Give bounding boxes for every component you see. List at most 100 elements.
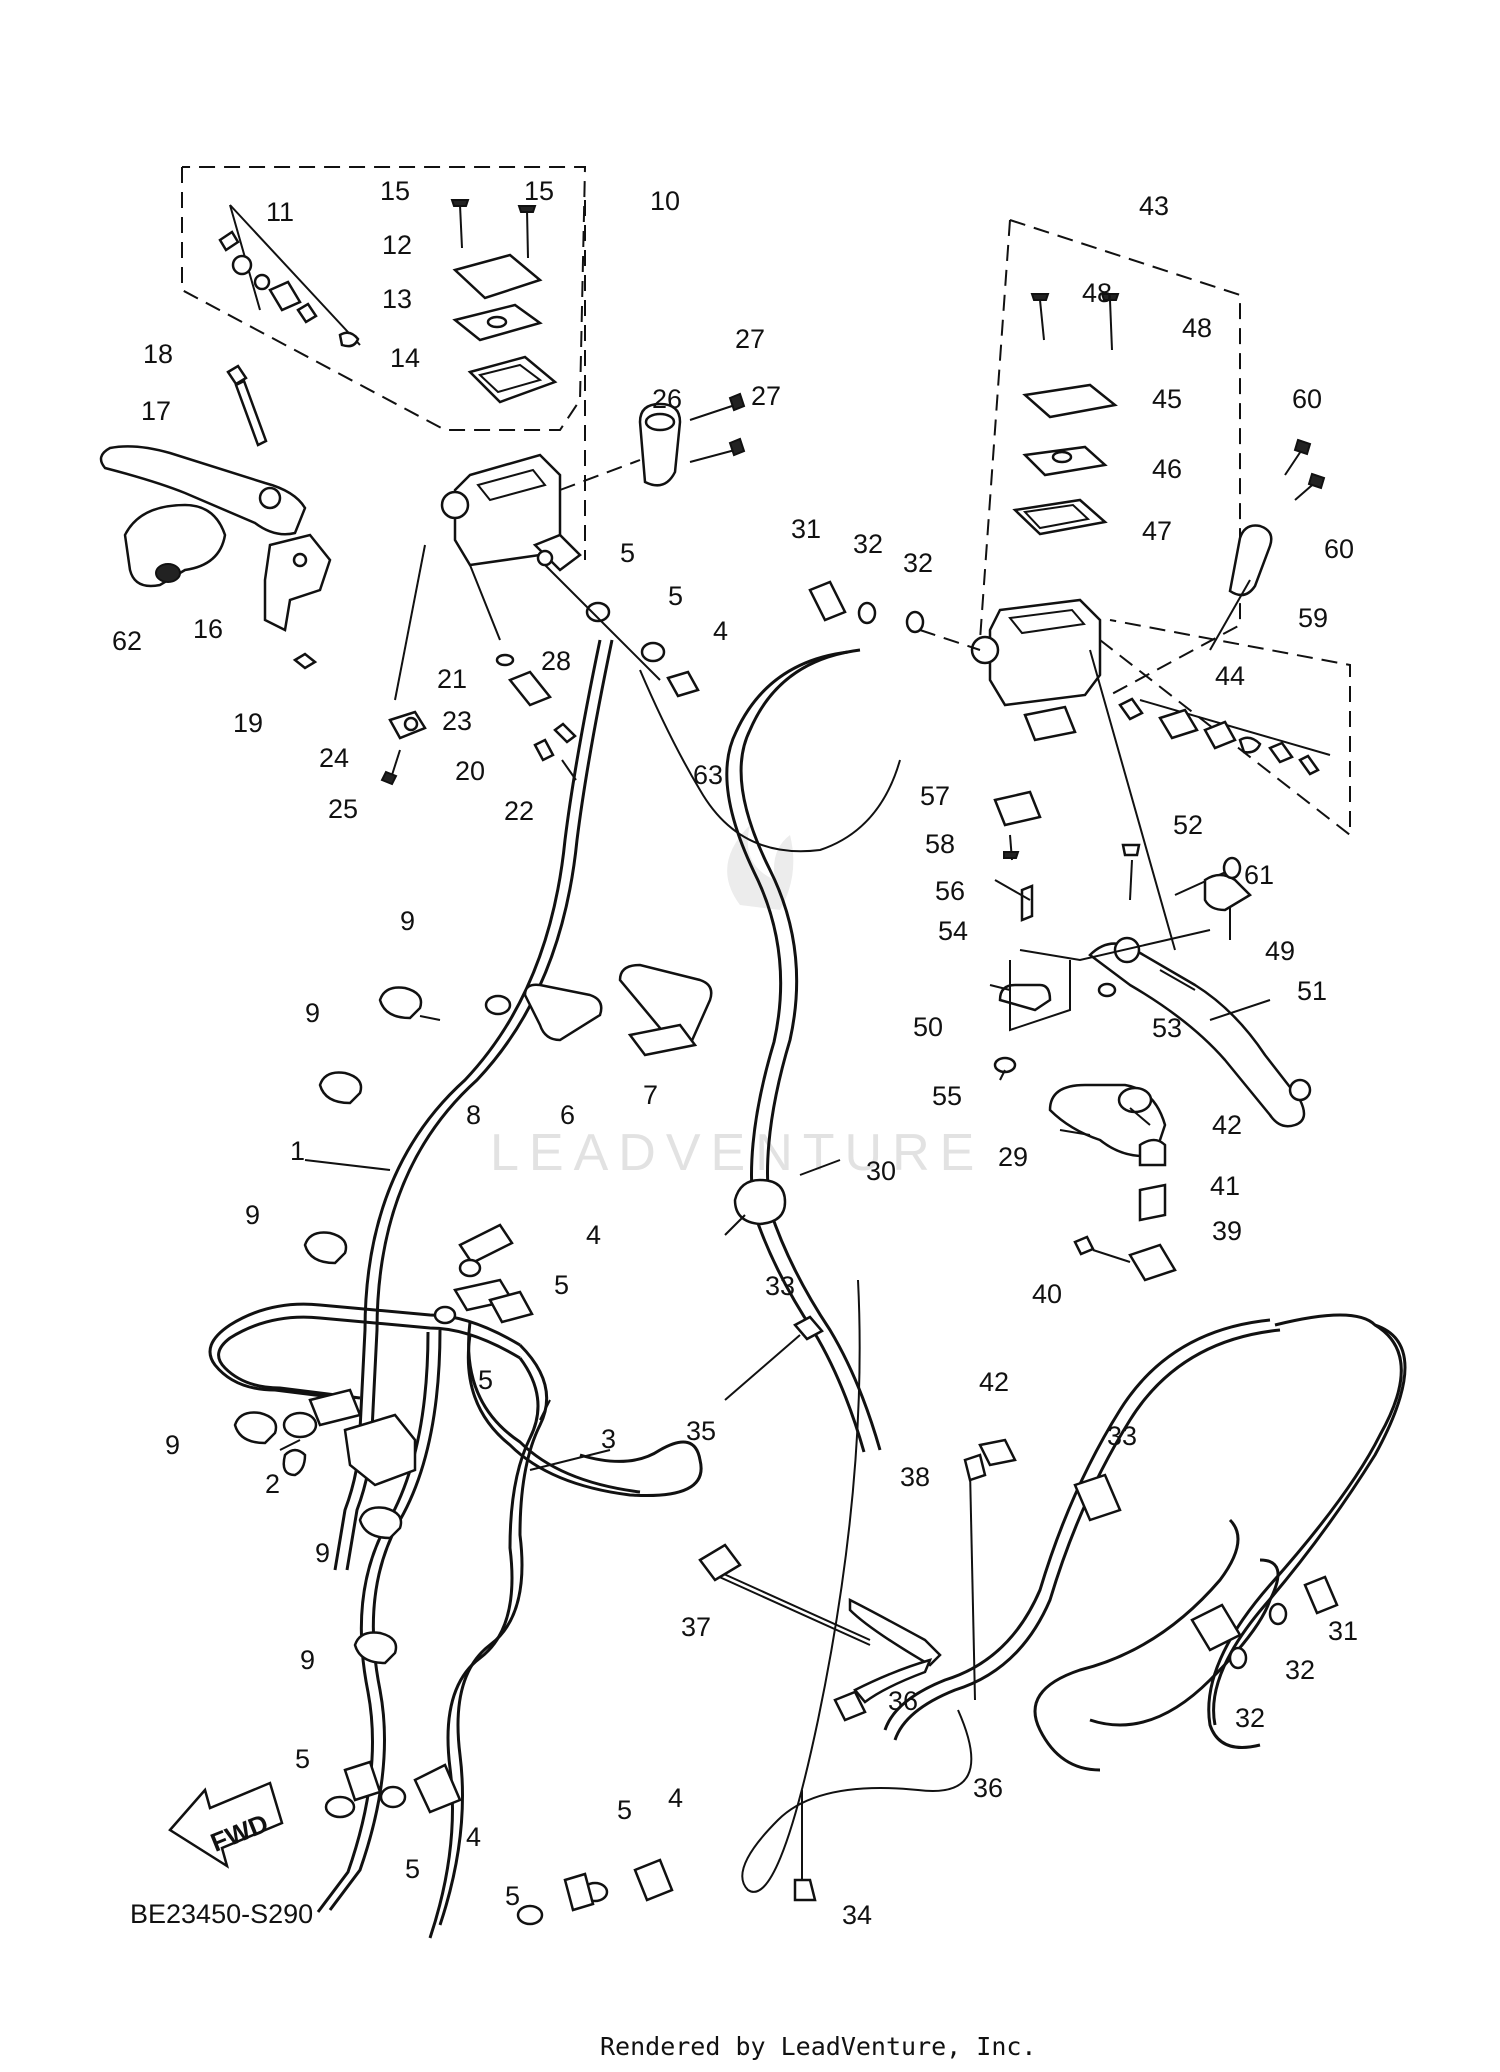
cable-ties (698, 1315, 1017, 1902)
callout-51: 51 (1297, 976, 1327, 1006)
left-master-cylinder-body (440, 453, 582, 572)
callout-23: 23 (442, 706, 472, 736)
callout-40: 40 (1032, 1279, 1062, 1309)
callout-5-h: 5 (505, 1881, 520, 1911)
fwd-arrow: FWD (168, 1781, 284, 1869)
callout-48-b: 48 (1182, 313, 1212, 343)
callout-42-b: 42 (979, 1367, 1009, 1397)
callout-29: 29 (998, 1142, 1028, 1172)
callout-36-a: 36 (888, 1686, 918, 1716)
callout-36-b: 36 (973, 1773, 1003, 1803)
callout-47: 47 (1142, 516, 1172, 546)
callout-16: 16 (193, 614, 223, 644)
hose-clamps (233, 986, 423, 1665)
footer-credit: Rendered by LeadVenture, Inc. (600, 2032, 1037, 2061)
callout-17: 17 (141, 396, 171, 426)
callout-56: 56 (935, 876, 965, 906)
hose-fittings (282, 1223, 534, 1487)
callout-10: 10 (650, 186, 680, 216)
callout-28: 28 (541, 646, 571, 676)
callout-60-b: 60 (1324, 534, 1354, 564)
callout-53: 53 (1152, 1013, 1182, 1043)
callout-42-a: 42 (1212, 1110, 1242, 1140)
callout-34: 34 (842, 1900, 872, 1930)
callout-32-c: 32 (1285, 1655, 1315, 1685)
callout-15-b: 15 (524, 176, 554, 206)
left-brake-lever (99, 445, 307, 536)
right-piston-kit (1118, 697, 1331, 776)
callout-3: 3 (601, 1424, 616, 1454)
watermark-text: LEADVENTURE (490, 1124, 984, 1182)
callout-20: 20 (455, 756, 485, 786)
callout-13: 13 (382, 284, 412, 314)
callout-1: 1 (290, 1136, 305, 1166)
callout-5-a: 5 (620, 538, 635, 568)
right-reservoir-parts (1012, 293, 1120, 536)
hose-clips-33 (733, 1178, 1122, 1522)
callout-9-d: 9 (165, 1430, 180, 1460)
callout-5-c: 5 (554, 1270, 569, 1300)
callout-4-a: 4 (713, 616, 728, 646)
callout-32-d: 32 (1235, 1703, 1265, 1733)
callout-12: 12 (382, 230, 412, 260)
drawing-code: BE23450-S290 (130, 1899, 313, 1929)
callout-25: 25 (328, 794, 358, 824)
callout-24: 24 (319, 743, 349, 773)
callout-54: 54 (938, 916, 968, 946)
callout-8: 8 (466, 1100, 481, 1130)
callout-37: 37 (681, 1612, 711, 1642)
right-handlebar-holder (1209, 438, 1326, 651)
callout-9-a: 9 (400, 906, 415, 936)
callout-9-b: 9 (305, 998, 320, 1028)
left-master-cylinder-box (181, 166, 587, 560)
leader-lines (279, 969, 1271, 1471)
callout-60-a: 60 (1292, 384, 1322, 414)
callout-7: 7 (643, 1080, 658, 1110)
callout-31-b: 31 (1328, 1616, 1358, 1646)
callout-62: 62 (112, 626, 142, 656)
callout-48-a: 48 (1082, 278, 1112, 308)
callout-21: 21 (437, 664, 467, 694)
callout-50: 50 (913, 1012, 943, 1042)
lever-bracket (263, 533, 332, 632)
callout-6: 6 (560, 1100, 575, 1130)
callout-5-e: 5 (295, 1744, 310, 1774)
brake-hoses (208, 639, 1407, 1939)
callout-labels: 1 2 3 4 4 4 4 5 5 5 5 5 5 5 5 6 7 8 9 9 … (112, 176, 1358, 1930)
callout-57: 57 (920, 781, 950, 811)
handlebar-holder (559, 392, 746, 491)
left-piston-kit (218, 204, 361, 348)
callout-43: 43 (1139, 191, 1169, 221)
callout-4-d: 4 (668, 1783, 683, 1813)
switch-parts (292, 544, 577, 786)
right-master-cylinder-body (970, 598, 1176, 951)
callout-32-a: 32 (853, 529, 883, 559)
callout-5-g: 5 (617, 1795, 632, 1825)
callout-44: 44 (1215, 661, 1245, 691)
callout-52: 52 (1173, 810, 1203, 840)
lower-banjo-fittings (324, 1575, 1339, 1926)
callout-5-d: 5 (478, 1365, 493, 1395)
callout-18: 18 (143, 339, 173, 369)
callout-46: 46 (1152, 454, 1182, 484)
callout-49: 49 (1265, 936, 1295, 966)
callout-45: 45 (1152, 384, 1182, 414)
callout-27-a: 27 (735, 324, 765, 354)
callout-33-a: 33 (765, 1271, 795, 1301)
callout-9-f: 9 (300, 1645, 315, 1675)
callout-33-b: 33 (1107, 1421, 1137, 1451)
bracket-parts (1073, 1138, 1177, 1282)
callout-39: 39 (1212, 1216, 1242, 1246)
callout-15-a: 15 (380, 176, 410, 206)
left-reservoir-parts (450, 199, 558, 404)
right-upper-banjo (808, 580, 981, 651)
callout-9-c: 9 (245, 1200, 260, 1230)
callout-19: 19 (233, 708, 263, 738)
watermark: LEADVENTURE (490, 825, 984, 1182)
callout-4-c: 4 (466, 1822, 481, 1852)
switch-57 (993, 790, 1042, 861)
callout-31-a: 31 (791, 514, 821, 544)
callout-26: 26 (652, 384, 682, 414)
callout-35: 35 (686, 1416, 716, 1446)
